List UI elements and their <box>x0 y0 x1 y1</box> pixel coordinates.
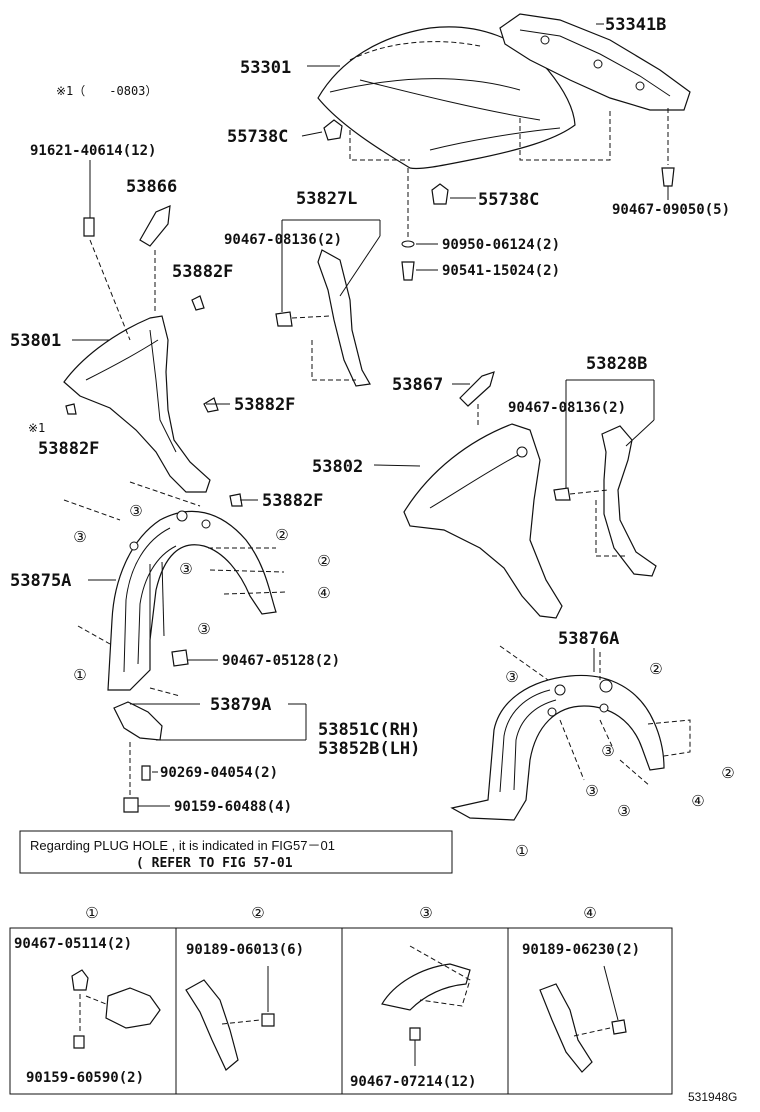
label-53866: 53866 <box>126 177 177 197</box>
label-53801: 53801 <box>10 331 61 351</box>
label-53882F-b: 53882F <box>234 395 295 415</box>
plug-hole-note: Regarding PLUG HOLE , it is indicated in… <box>19 830 453 874</box>
label-90159-60488: 90159-60488(4) <box>174 799 292 815</box>
screw-90269-04054 <box>141 765 151 781</box>
label-53828B: 53828B <box>586 354 647 374</box>
panel-1-top-label: 90467-05114(2) <box>14 936 132 952</box>
clip-55738C <box>323 119 449 205</box>
panel-marker-2: ② <box>251 904 264 922</box>
callout-markers: ③ ③ ③ ② ② ④ ③ ① ③ ② ② ③ ④ ③ ③ ① <box>73 502 734 860</box>
label-90541-15024: 90541-15024(2) <box>442 263 560 279</box>
callout-4: ④ <box>317 584 330 602</box>
panel-2-top-label: 90189-06013(6) <box>186 942 304 958</box>
label-55738C-b: 55738C <box>478 190 539 210</box>
callout-4: ④ <box>691 792 704 810</box>
callout-2: ② <box>317 552 330 570</box>
label-53802: 53802 <box>312 457 363 477</box>
screw-90159-60488 <box>123 797 139 813</box>
hood-53301 <box>317 26 576 170</box>
label-53882F-a: 53882F <box>172 262 233 282</box>
callout-3: ③ <box>585 782 598 800</box>
clip-53882F-c <box>65 403 77 415</box>
clip-90467-09050 <box>661 167 675 194</box>
callout-2: ② <box>721 764 734 782</box>
hole-plug-90950 <box>401 240 415 248</box>
label-53827L: 53827L <box>296 189 357 209</box>
mudguard-53879A <box>113 701 163 813</box>
label-90269-04054: 90269-04054(2) <box>160 765 278 781</box>
label-90950-06124: 90950-06124(2) <box>442 237 560 253</box>
clip-90467-08136-a <box>275 311 293 327</box>
cushion-90541 <box>401 261 415 281</box>
detail-panels: ① ② ③ ④ 90467-05114(2) 90159-60590(2) 90… <box>9 904 673 1095</box>
note-line-1: Regarding PLUG HOLE , it is indicated in… <box>30 838 335 853</box>
hood-insulator-53341B <box>499 13 691 111</box>
label-53867: 53867 <box>392 375 443 395</box>
fender-53802 <box>403 423 563 619</box>
note-line-2: ( REFER TO FIG 57-01 <box>136 856 293 871</box>
fender-liner-53875A <box>107 510 277 691</box>
label-53852B: 53852B(LH) <box>318 739 420 759</box>
bracket-53866 <box>139 205 171 247</box>
bracket-53827L <box>275 249 371 387</box>
label-53879A: 53879A <box>210 695 271 715</box>
panel-marker-3: ③ <box>419 904 432 922</box>
callout-2: ② <box>275 526 288 544</box>
label-53882F-mark: ※1 <box>28 421 45 435</box>
clip-90467-08136-b <box>553 487 571 501</box>
figure-code: 531948G <box>688 1090 737 1104</box>
callout-1: ① <box>73 666 86 684</box>
label-90467-09050: 90467-09050(5) <box>612 202 730 218</box>
label-90467-08136-b: 90467-08136(2) <box>508 400 626 416</box>
callout-3: ③ <box>73 528 86 546</box>
label-53341B: 53341B <box>605 15 666 35</box>
label-53875A: 53875A <box>10 571 71 591</box>
label-91621-40614: 91621-40614(12) <box>30 143 156 159</box>
label-53882F-d: 53882F <box>262 491 323 511</box>
callout-3: ③ <box>129 502 142 520</box>
label-55738C-a: 55738C <box>227 127 288 147</box>
fender-53801 <box>63 315 211 493</box>
label-53876A: 53876A <box>558 629 619 649</box>
bracket-53867 <box>459 371 495 407</box>
bolt-91621-40614 <box>83 217 95 237</box>
clip-53882F-d <box>229 493 243 507</box>
callout-1: ① <box>515 842 528 860</box>
label-53882F-c: 53882F <box>38 439 99 459</box>
panel-4-top-label: 90189-06230(2) <box>522 942 640 958</box>
callout-3: ③ <box>601 742 614 760</box>
panel-3-bottom-label: 90467-07214(12) <box>350 1074 476 1090</box>
footnote-mark: ※1（ -0803） <box>56 84 157 98</box>
panel-1-bottom-label: 90159-60590(2) <box>26 1070 144 1086</box>
label-90467-05128: 90467-05128(2) <box>222 653 340 669</box>
clip-53882F-b <box>203 397 219 413</box>
fender-liner-53876A <box>450 674 665 821</box>
callout-3: ③ <box>179 560 192 578</box>
callout-3: ③ <box>197 620 210 638</box>
label-90467-08136-a: 90467-08136(2) <box>224 232 342 248</box>
label-53301: 53301 <box>240 58 291 78</box>
callout-2: ② <box>649 660 662 678</box>
panel-marker-4: ④ <box>583 904 596 922</box>
callout-3: ③ <box>505 668 518 686</box>
callout-3: ③ <box>617 802 630 820</box>
clip-53882F-a <box>191 295 205 311</box>
label-53851C: 53851C(RH) <box>318 720 420 740</box>
panel-marker-1: ① <box>85 904 98 922</box>
clip-90467-05128 <box>171 649 189 667</box>
bracket-53828B <box>553 425 657 577</box>
